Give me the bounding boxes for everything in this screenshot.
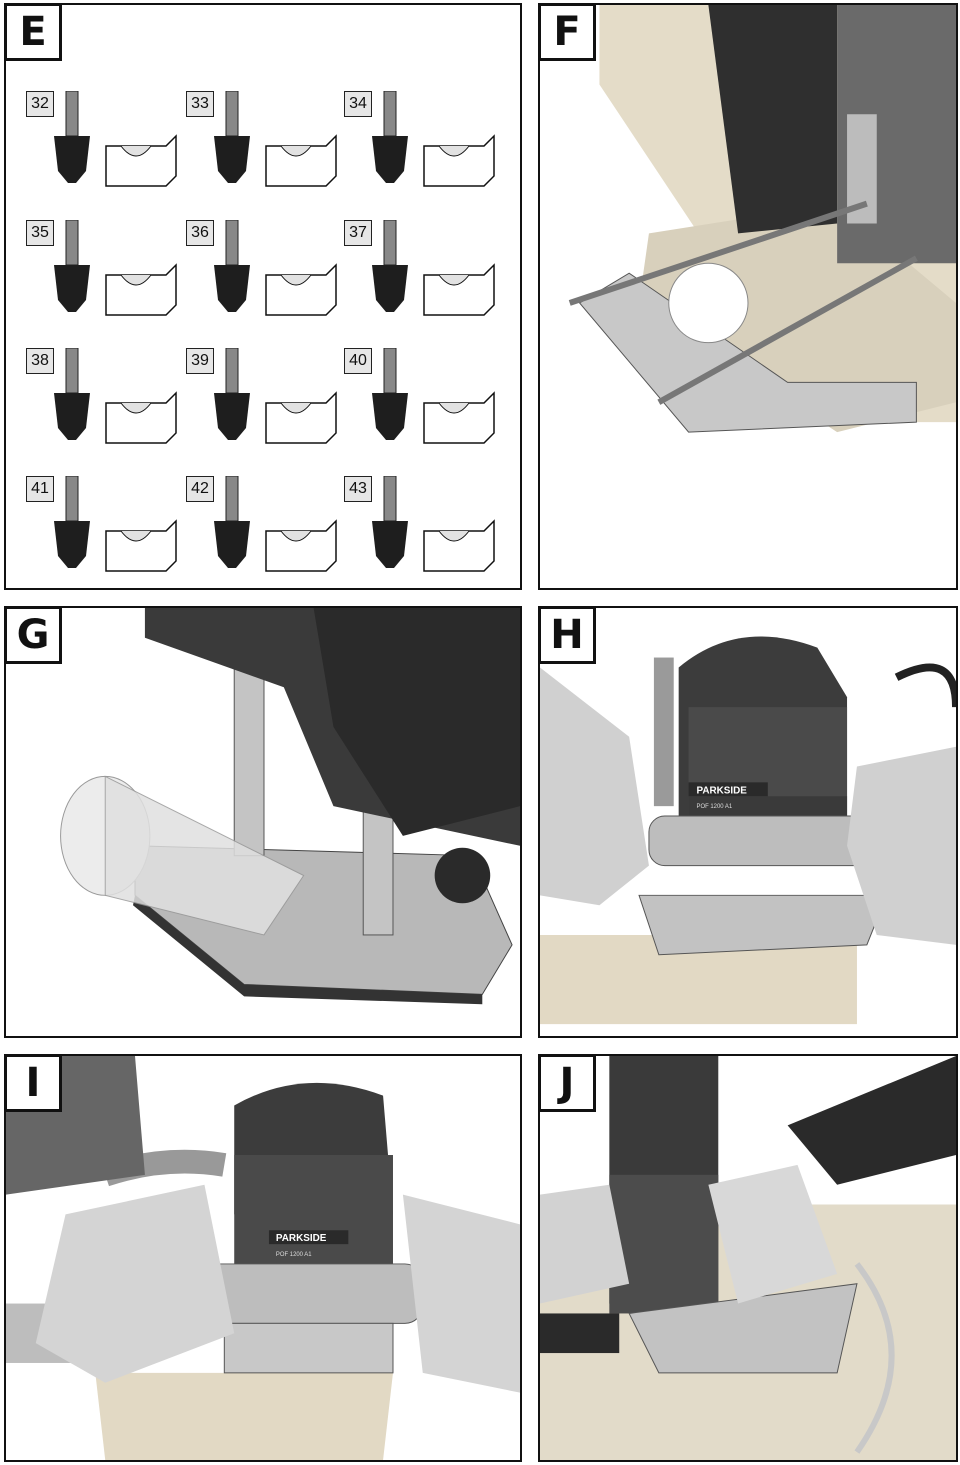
bit-profile-32: 32 — [26, 91, 186, 209]
brand-label-h: PARKSIDE — [696, 785, 747, 796]
bit-profile-35: 35 — [26, 220, 186, 338]
bit-illustration — [54, 476, 177, 572]
panel-letter-i: I — [6, 1056, 62, 1112]
panel-g: G — [4, 606, 522, 1038]
bit-illustration — [214, 91, 337, 187]
panel-j: J — [538, 1054, 958, 1462]
photo-router-hose: PARKSIDE POF 1200 A1 — [6, 1056, 520, 1460]
panel-letter-g: G — [6, 608, 62, 664]
panel-h: H PARKSIDE POF 1200 A1 — [538, 606, 958, 1038]
bit-illustration — [372, 220, 495, 316]
panel-letter-h: H — [540, 608, 596, 664]
bit-illustration — [214, 348, 337, 444]
bit-profile-36: 36 — [186, 220, 346, 338]
model-label-i: POF 1200 A1 — [276, 1252, 312, 1258]
bit-illustration — [54, 220, 177, 316]
bit-number: 43 — [344, 476, 372, 502]
bit-illustration — [372, 91, 495, 187]
panel-e: E 32 33 34 35 36 37 38 39 40 41 42 43 — [4, 3, 522, 590]
bit-profile-37: 37 — [344, 220, 504, 338]
bit-illustration — [214, 476, 337, 572]
bit-profile-38: 38 — [26, 348, 186, 466]
bit-illustration — [372, 348, 495, 444]
bit-profile-34: 34 — [344, 91, 504, 209]
bit-illustration — [54, 91, 177, 187]
photo-router-freehand — [540, 1056, 956, 1460]
bit-profile-41: 41 — [26, 476, 186, 588]
bit-number: 36 — [186, 220, 214, 246]
bit-number: 39 — [186, 348, 214, 374]
bit-number: 33 — [186, 91, 214, 117]
bit-profile-39: 39 — [186, 348, 346, 466]
bit-number: 42 — [186, 476, 214, 502]
bit-profile-33: 33 — [186, 91, 346, 209]
bit-illustration — [372, 476, 495, 572]
bit-illustration — [214, 220, 337, 316]
bit-profile-40: 40 — [344, 348, 504, 466]
bit-profile-42: 42 — [186, 476, 346, 588]
bit-number: 37 — [344, 220, 372, 246]
photo-dust-extraction — [6, 608, 520, 1036]
bit-illustration — [54, 348, 177, 444]
bit-profile-43: 43 — [344, 476, 504, 588]
model-label-h: POF 1200 A1 — [696, 804, 732, 810]
bit-number: 40 — [344, 348, 372, 374]
photo-parallel-guide — [540, 5, 956, 588]
brand-label-i: PARKSIDE — [276, 1233, 327, 1244]
photo-router-guide: PARKSIDE POF 1200 A1 — [540, 608, 956, 1036]
bit-number: 35 — [26, 220, 54, 246]
panel-letter-e: E — [6, 5, 62, 61]
bit-number: 34 — [344, 91, 372, 117]
bit-number: 41 — [26, 476, 54, 502]
panel-letter-f: F — [540, 5, 596, 61]
panel-f: F — [538, 3, 958, 590]
panel-letter-j: J — [540, 1056, 596, 1112]
bit-number: 32 — [26, 91, 54, 117]
panel-i: I PARKSIDE POF 1200 A1 — [4, 1054, 522, 1462]
bit-number: 38 — [26, 348, 54, 374]
